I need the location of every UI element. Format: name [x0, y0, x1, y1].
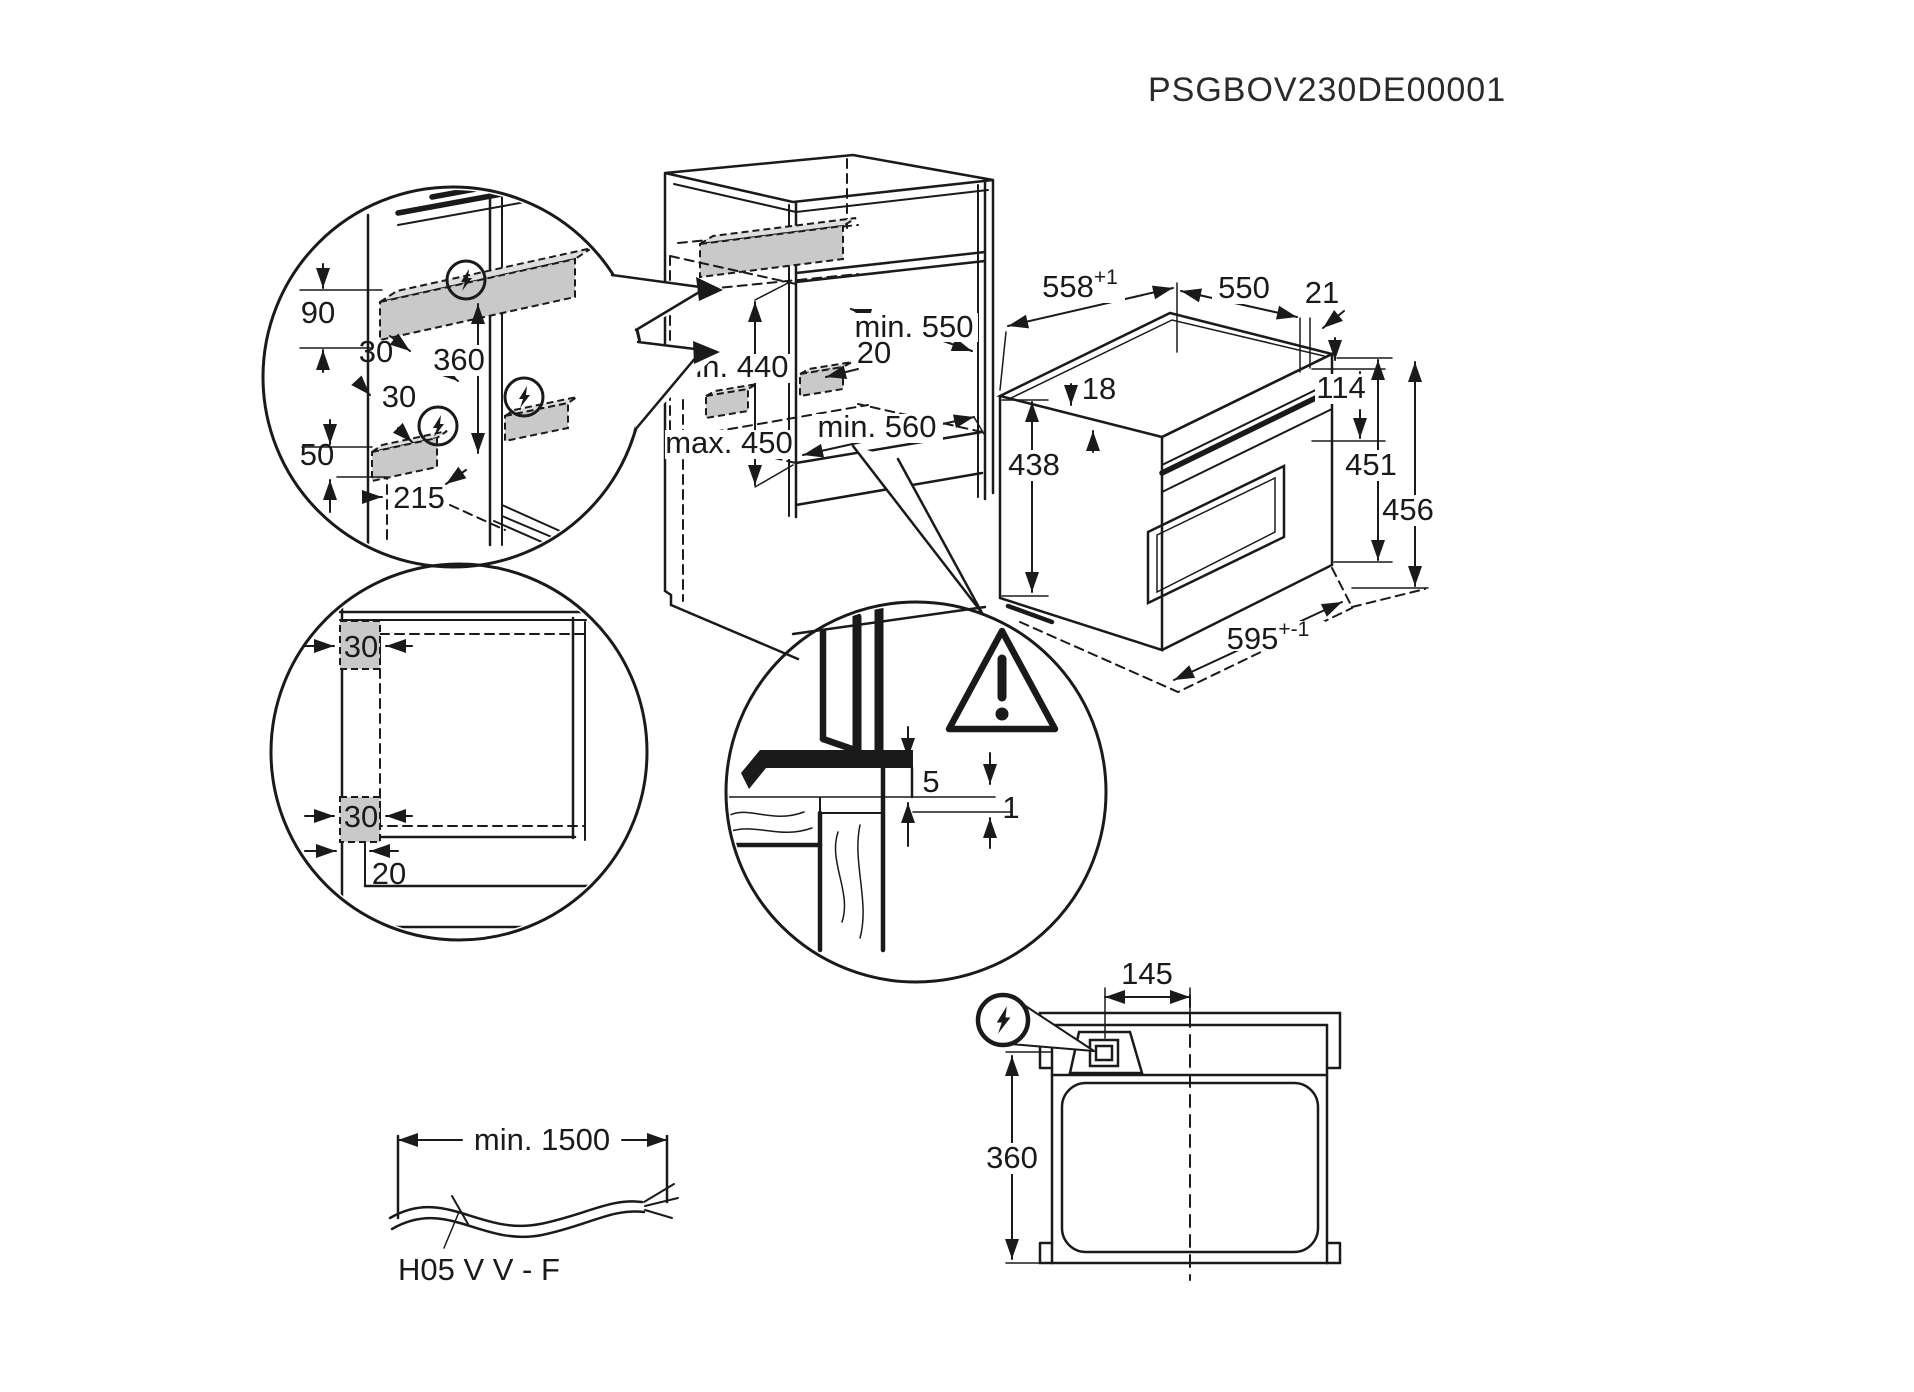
cable-wire-ends	[643, 1183, 679, 1219]
connection-zone-top	[699, 217, 857, 245]
lightning-icon	[975, 992, 1095, 1052]
cabinet-niche-3d: min. 550 20 min. 440 max. 450 min. 560	[663, 153, 995, 661]
oven-left-face	[998, 394, 1164, 652]
dim-min-560: min. 560	[818, 409, 937, 444]
connection-zone-front-top	[339, 620, 381, 670]
lightning-icon	[417, 405, 459, 447]
oven-top-view: 145 360	[975, 956, 1342, 1281]
dim-1-gap: 1	[1002, 790, 1019, 825]
power-cable: min. 1500 H05 V V - F	[388, 1122, 679, 1287]
dim-21: 21	[1305, 275, 1339, 310]
cable-line	[388, 1200, 644, 1228]
cable-type-label: H05 V V - F	[398, 1252, 560, 1287]
shelf-cross-section	[741, 750, 913, 789]
connection-zone-front-bottom	[339, 796, 381, 843]
dim-451: 451	[1345, 447, 1397, 482]
callout-pointer-bottom	[851, 444, 984, 615]
wood-panel	[729, 764, 886, 953]
callout-pointer-mid	[633, 340, 720, 432]
dim-30-front-top: 30	[344, 629, 378, 664]
dim-18: 18	[1082, 371, 1116, 406]
wall-connection-detail: 90 30 360 30 50 215	[261, 185, 645, 569]
model-code-text: PSGBOV230DE00001	[1148, 71, 1506, 109]
dim-558: 558+1	[1042, 266, 1118, 304]
dim-438: 438	[1008, 447, 1060, 482]
dim-30-top: 30	[359, 334, 393, 369]
dim-30-front-bottom: 30	[344, 799, 378, 834]
dim-550: 550	[1218, 270, 1270, 305]
niche-front-view-detail: 30 30 20	[269, 562, 649, 942]
callout-pointer-top	[610, 273, 723, 332]
dim-max-450: max. 450	[665, 425, 793, 460]
dim-30-mid: 30	[382, 379, 416, 414]
connection-box	[1088, 1038, 1120, 1068]
dim-min-550: min. 550	[855, 309, 974, 344]
dim-595: 595+-1	[1227, 618, 1310, 656]
rear-gap-detail: 5 1	[724, 600, 1108, 984]
detail-circle	[724, 600, 1108, 984]
dim-360-wall: 360	[433, 342, 485, 377]
connection-zone-back-wall	[699, 224, 844, 279]
model-code: PSGBOV230DE00001	[1148, 71, 1506, 109]
lightning-icon	[445, 259, 487, 301]
dim-50: 50	[300, 437, 334, 472]
dim-215: 215	[393, 480, 445, 515]
connection-zone-wall-top	[379, 257, 576, 342]
detail-circle	[269, 562, 649, 942]
dim-360-top-view: 360	[986, 1140, 1038, 1175]
dim-20-front: 20	[372, 856, 406, 891]
dim-145: 145	[1121, 956, 1173, 991]
warning-icon	[945, 627, 1059, 733]
lightning-icon	[503, 376, 545, 418]
connection-zone-wall-low	[371, 436, 438, 483]
oven-3d: 558+1 550 21 18 114 438 451 456 595+-1	[996, 266, 1435, 694]
connection-zone-wall-side	[504, 401, 569, 443]
oven-door-window	[1146, 464, 1286, 605]
dim-min-1500: min. 1500	[474, 1122, 610, 1157]
dim-114: 114	[1316, 370, 1365, 405]
dim-90: 90	[301, 295, 335, 330]
dim-20-depth: 20	[857, 335, 891, 370]
dim-456: 456	[1382, 492, 1434, 527]
oven-top-face	[996, 311, 1336, 439]
connection-zone-niche-left	[705, 387, 749, 420]
oven-front-face	[1160, 351, 1334, 652]
dim-5-gap: 5	[922, 764, 939, 799]
